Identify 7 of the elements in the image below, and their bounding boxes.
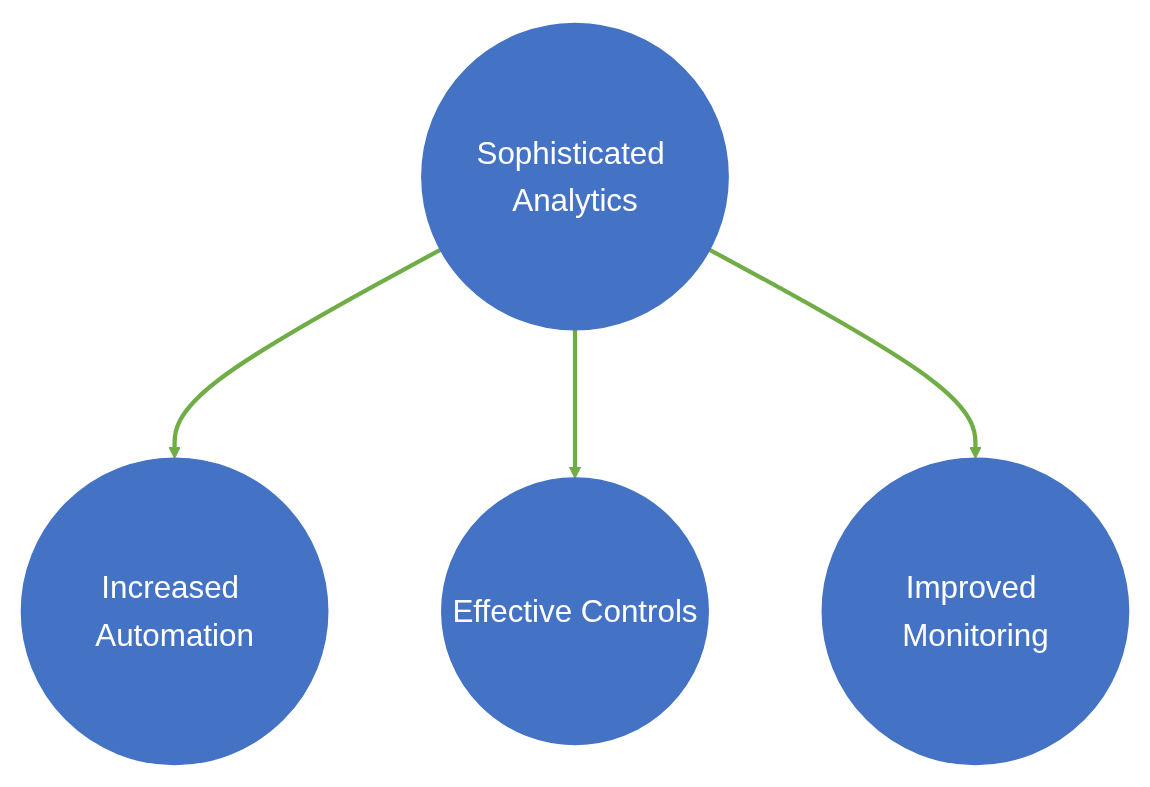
node-circle: Sophisticated Analytics	[421, 22, 729, 331]
arrow	[708, 247, 982, 459]
arrow	[568, 329, 582, 479]
node-circle: Improved Monitoring	[821, 456, 1130, 765]
node-circle: Effective Controls	[441, 476, 709, 745]
node-circle: Increased Automation	[20, 456, 329, 765]
arrow	[168, 247, 442, 459]
